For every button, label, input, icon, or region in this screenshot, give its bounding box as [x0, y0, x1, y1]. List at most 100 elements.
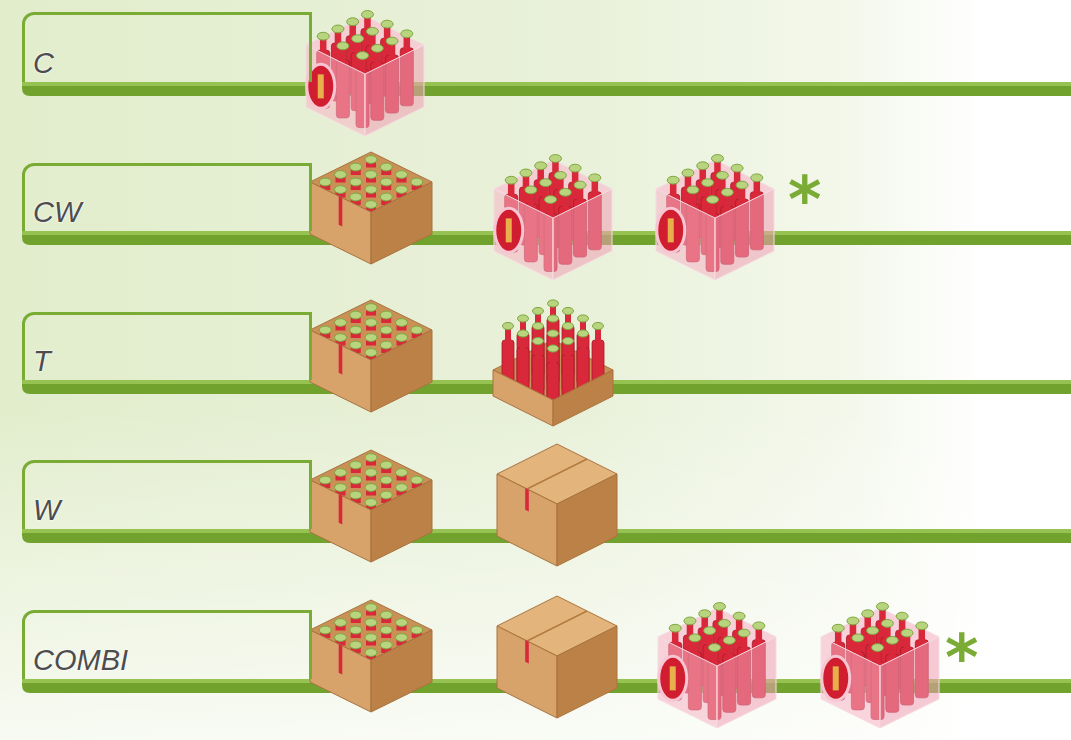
- handle-hole: [657, 208, 685, 252]
- box-icon: [310, 600, 432, 712]
- bottle-cap: [589, 174, 601, 182]
- box-tape-top: [339, 464, 404, 496]
- bottle-cap: [503, 322, 514, 329]
- bottle-cap: [380, 311, 392, 319]
- closed-box-right: [557, 626, 617, 718]
- bottle-cap: [365, 499, 377, 507]
- bottle-cap: [548, 315, 559, 322]
- bottle-cap: [578, 330, 589, 337]
- bottle-cap: [593, 322, 604, 329]
- bottle-cap: [896, 612, 908, 620]
- closed-box-right: [557, 474, 617, 566]
- box-icon: [310, 450, 432, 562]
- bottle-cap: [578, 315, 589, 322]
- bottle-cap: [563, 307, 574, 314]
- bottle-cap: [319, 178, 331, 186]
- shrink-film-right: [717, 637, 776, 728]
- bottle-cap: [709, 644, 721, 652]
- bottle-cap: [697, 162, 709, 170]
- shrink-film-left: [658, 637, 717, 728]
- box-tape: [339, 196, 343, 226]
- bottle-cap: [335, 334, 347, 342]
- bottle-cap: [380, 461, 392, 469]
- bottle-cap: [721, 188, 733, 196]
- bottle-cap: [365, 171, 377, 179]
- bottle-cap: [319, 626, 331, 634]
- variant-code: C: [33, 48, 54, 80]
- tray-icon: [493, 300, 613, 426]
- bottle-cap: [867, 627, 879, 635]
- bottle-cap: [350, 476, 362, 484]
- bottle-cap: [319, 326, 331, 334]
- box-left: [310, 182, 371, 264]
- bottle-cap: [563, 337, 574, 344]
- bottle-cap: [876, 603, 888, 611]
- bottle-cap: [533, 337, 544, 344]
- bottle-cap: [361, 11, 373, 19]
- bottle-cap: [365, 649, 377, 657]
- bottle-cap: [365, 186, 377, 194]
- bottle-cap: [518, 330, 529, 337]
- bottle-cap: [365, 634, 377, 642]
- bottle-cap: [380, 193, 392, 201]
- bottle-cap: [380, 491, 392, 499]
- box-right: [371, 330, 432, 412]
- box-tape: [525, 640, 529, 664]
- bottle-cap: [350, 163, 362, 171]
- variant-code: COMBI: [33, 645, 128, 677]
- bottle-cap: [365, 201, 377, 209]
- closed-icon: [497, 444, 617, 566]
- bottle-cap: [366, 27, 378, 35]
- bottle-cap: [380, 326, 392, 334]
- bottle-cap: [335, 186, 347, 194]
- pack-icon: [821, 603, 939, 728]
- footnote-asterisk: *: [788, 168, 821, 232]
- bottle-cap: [365, 349, 377, 357]
- box-seam: [527, 611, 587, 641]
- tray-left: [493, 370, 553, 426]
- bottle-cap: [335, 619, 347, 627]
- box-right: [371, 182, 432, 264]
- bottle-cap: [901, 629, 913, 637]
- bottle-cap: [540, 179, 552, 187]
- bottle-cap: [533, 307, 544, 314]
- bottle-cap: [520, 169, 532, 177]
- bottle-cap: [365, 604, 377, 612]
- bottle-cap: [707, 196, 719, 204]
- box-tape-top: [339, 314, 404, 346]
- bottle-cap: [862, 610, 874, 618]
- bottle-cap: [687, 186, 699, 194]
- bottle-cap: [832, 624, 844, 632]
- bottle-cap: [396, 186, 408, 194]
- bottle-cap: [317, 32, 329, 40]
- bar-body: [22, 82, 1071, 96]
- bottle-cap: [335, 469, 347, 477]
- bottle-cap: [667, 176, 679, 184]
- handle-strip: [670, 666, 676, 690]
- bottle-cap: [380, 476, 392, 484]
- pack-icon: [494, 155, 612, 280]
- bottle-cap: [380, 178, 392, 186]
- bottle-cap: [365, 319, 377, 327]
- box-icon: [310, 300, 432, 412]
- bottle-cap: [350, 491, 362, 499]
- bottle-cap: [549, 155, 561, 163]
- bottle-cap: [505, 176, 517, 184]
- bottle-cap: [350, 611, 362, 619]
- box-tape: [339, 644, 343, 674]
- variant-code: CW: [33, 197, 81, 229]
- footnote-asterisk: *: [945, 626, 978, 690]
- bottle-cap: [718, 619, 730, 627]
- row-bar: [22, 82, 1071, 96]
- bottle-cap: [711, 155, 723, 163]
- bottle-cap: [401, 30, 413, 38]
- bottle-cap: [554, 171, 566, 179]
- bottle-cap: [518, 315, 529, 322]
- bottle-cap: [713, 603, 725, 611]
- bottle-cap: [396, 634, 408, 642]
- bar-highlight: [22, 82, 1071, 86]
- bottle-cap: [886, 636, 898, 644]
- pack-icon: [658, 603, 776, 728]
- handle-hole: [659, 656, 687, 700]
- bottle-cap: [702, 179, 714, 187]
